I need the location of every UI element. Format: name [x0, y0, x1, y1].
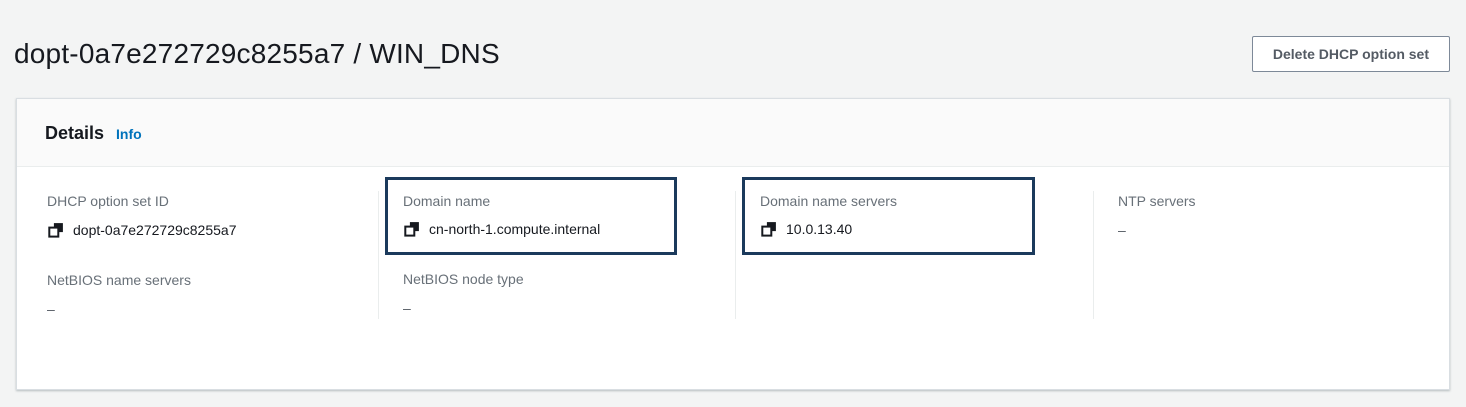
field-domain-name-servers: Domain name servers 10.0.13.40: [760, 191, 1018, 239]
dhcp-option-set-id-value: dopt-0a7e272729c8255a7: [73, 222, 237, 238]
details-column-2: Domain name cn-north-1.compute.internal: [378, 177, 735, 319]
field-dhcp-option-set-id: DHCP option set ID dopt-0a7e272729c8255a…: [47, 191, 350, 240]
domain-name-servers-value: 10.0.13.40: [786, 221, 853, 237]
domain-name-label: Domain name: [403, 193, 491, 209]
field-domain-name: Domain name cn-north-1.compute.internal: [403, 191, 660, 239]
field-netbios-node-type: NetBIOS node type –: [403, 269, 707, 318]
ntp-servers-label: NTP servers: [1118, 193, 1196, 209]
copy-button-dhcp-option-set-id[interactable]: [47, 222, 64, 239]
page-title: dopt-0a7e272729c8255a7 / WIN_DNS: [14, 38, 500, 69]
dhcp-option-set-id-value-row: dopt-0a7e272729c8255a7: [47, 220, 350, 240]
info-link[interactable]: Info: [116, 126, 142, 142]
details-column-4: NTP servers –: [1093, 191, 1449, 319]
details-column-1: DHCP option set ID dopt-0a7e272729c8255a…: [17, 191, 378, 319]
details-panel: Details Info DHCP option set ID dopt: [16, 98, 1450, 390]
copy-button-domain-name-servers[interactable]: [760, 221, 777, 238]
domain-name-servers-value-row: 10.0.13.40: [760, 219, 1018, 239]
domain-name-annotation-box: Domain name cn-north-1.compute.internal: [385, 177, 677, 255]
ntp-servers-value: –: [1118, 222, 1126, 238]
copy-button-domain-name[interactable]: [403, 221, 420, 238]
copy-icon: [403, 222, 419, 237]
netbios-node-type-label: NetBIOS node type: [403, 271, 524, 287]
details-panel-header: Details Info: [17, 99, 1449, 167]
field-ntp-servers: NTP servers –: [1118, 191, 1421, 240]
netbios-name-servers-label: NetBIOS name servers: [47, 272, 191, 288]
domain-name-value-row: cn-north-1.compute.internal: [403, 219, 660, 239]
dhcp-option-set-id-label: DHCP option set ID: [47, 193, 169, 209]
netbios-node-type-value: –: [403, 300, 411, 316]
domain-name-value: cn-north-1.compute.internal: [429, 221, 601, 237]
page-header: dopt-0a7e272729c8255a7 / WIN_DNS Delete …: [0, 0, 1466, 86]
domain-name-servers-label: Domain name servers: [760, 193, 897, 209]
copy-icon: [760, 222, 776, 237]
delete-dhcp-option-set-button[interactable]: Delete DHCP option set: [1251, 36, 1450, 72]
details-column-3: Domain name servers 10.0.13.40: [735, 177, 1093, 319]
details-title: Details: [45, 123, 105, 143]
copy-icon: [47, 223, 63, 238]
field-netbios-name-servers: NetBIOS name servers –: [47, 270, 350, 319]
details-grid: DHCP option set ID dopt-0a7e272729c8255a…: [17, 167, 1449, 349]
domain-name-servers-annotation-box: Domain name servers 10.0.13.40: [742, 177, 1035, 255]
netbios-name-servers-value: –: [47, 301, 55, 317]
